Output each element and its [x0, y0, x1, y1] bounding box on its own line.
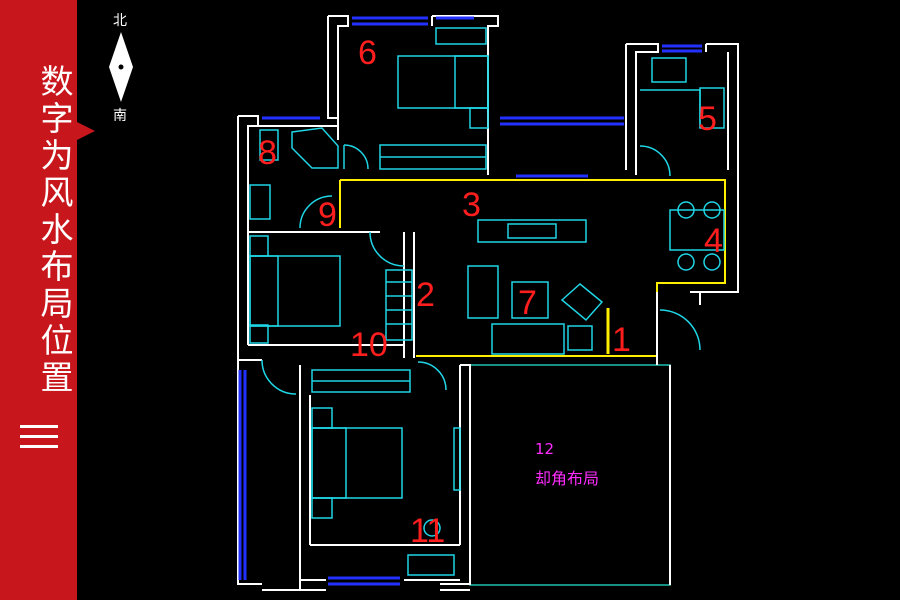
- position-label-9: 9: [318, 196, 337, 234]
- compass-north-label: 北: [113, 13, 127, 29]
- cut-corner-label: 却角布局: [535, 469, 599, 488]
- position-label-1: 1: [612, 321, 631, 359]
- walls: [237, 15, 739, 591]
- windows: [238, 16, 702, 586]
- sidebar: 数字为风水布局位置: [0, 0, 77, 600]
- menu-icon[interactable]: [20, 425, 58, 449]
- living-room-outline: [340, 179, 726, 357]
- position-label-4: 4: [704, 222, 723, 260]
- position-label-5: 5: [698, 100, 717, 138]
- position-label-2: 2: [416, 276, 435, 314]
- position-label-12: 12: [535, 440, 554, 458]
- position-label-7: 7: [518, 284, 537, 322]
- position-label-3: 3: [462, 186, 481, 224]
- sidebar-pointer: [77, 122, 95, 140]
- compass-needle-icon: [109, 32, 133, 102]
- compass-south-label: 南: [113, 108, 127, 124]
- position-label-11: 11: [410, 512, 445, 550]
- position-label-8: 8: [258, 134, 277, 172]
- position-label-10: 10: [350, 326, 388, 364]
- furniture: [249, 27, 725, 576]
- sidebar-title: 数字为风水布局位置: [35, 63, 74, 397]
- position-label-6: 6: [358, 34, 377, 72]
